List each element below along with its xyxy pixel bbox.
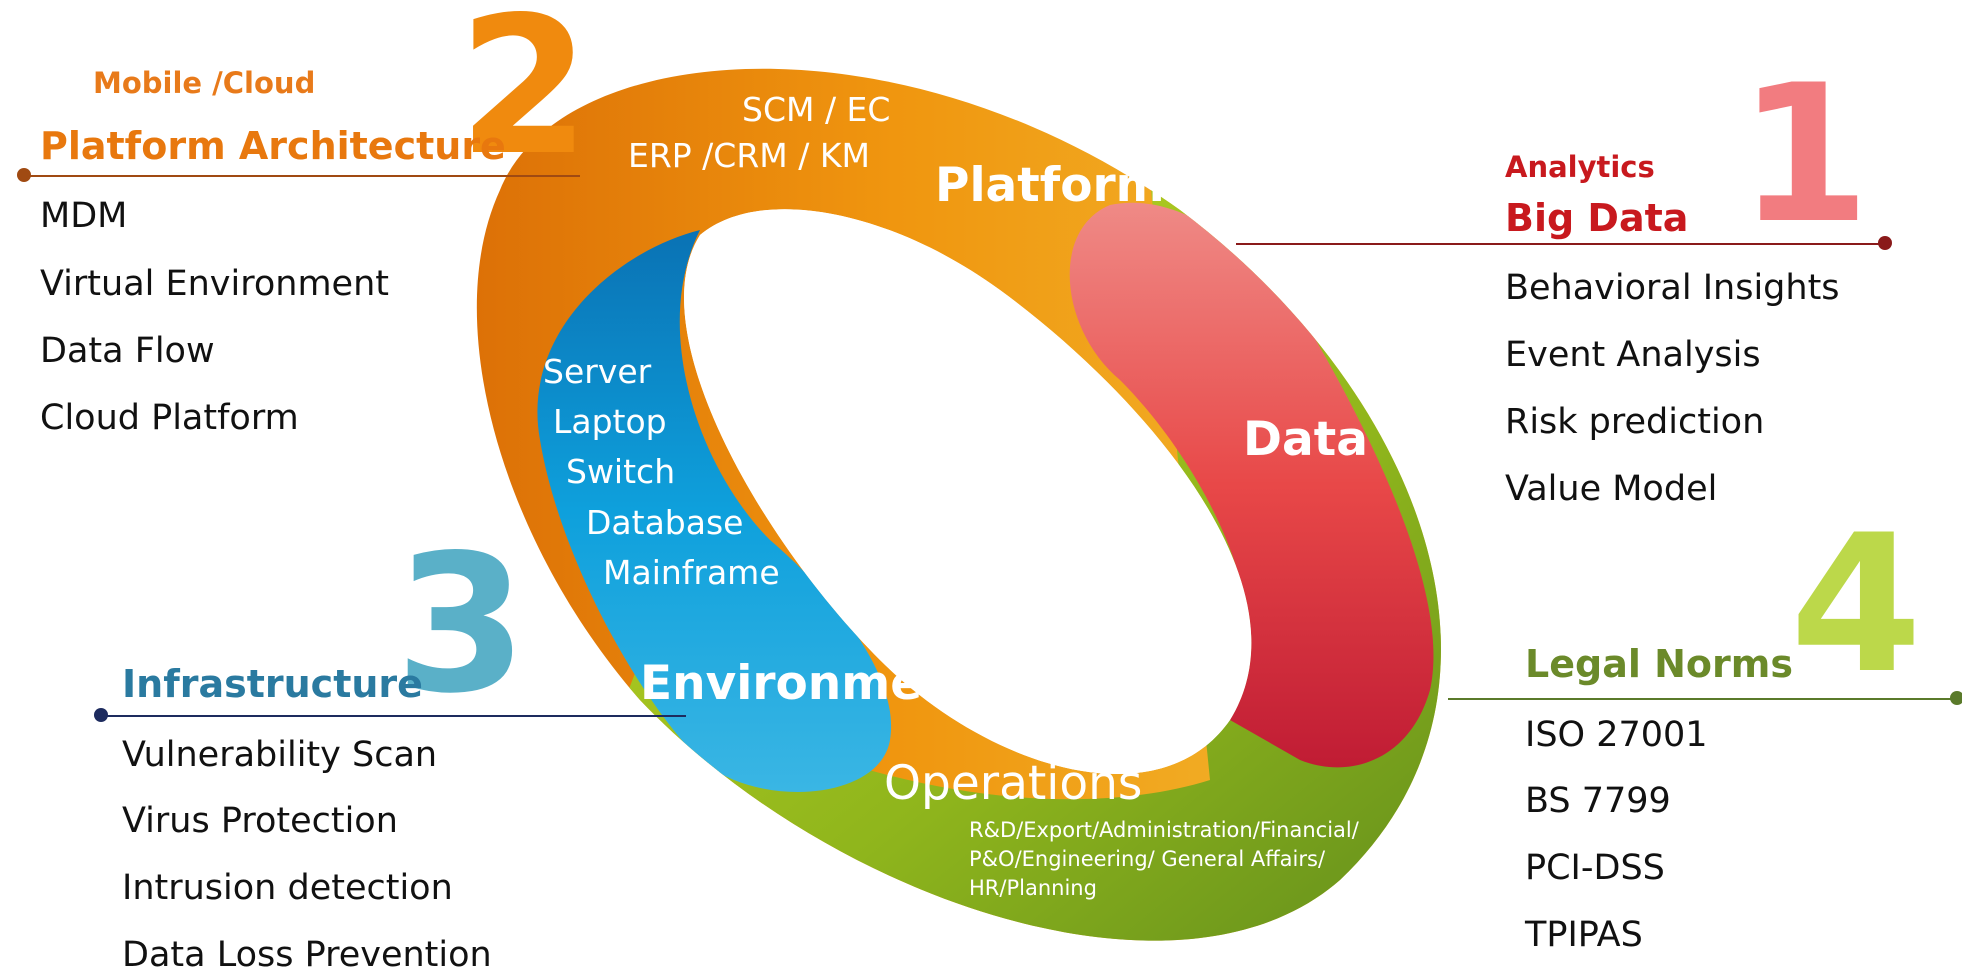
ring-environment-segment — [537, 230, 892, 793]
section-number-4: 4 — [1790, 494, 1923, 715]
platform-item: Virtual Environment — [40, 264, 389, 304]
platform-connector-line — [24, 175, 580, 177]
infra-connector-dot — [94, 708, 108, 722]
legal-item: TPIPAS — [1525, 915, 1643, 955]
infra-item: Virus Protection — [122, 801, 398, 841]
data-title: Big Data — [1505, 196, 1689, 240]
ring-environment-item: Laptop — [553, 402, 667, 441]
infra-item: Data Loss Prevention — [122, 935, 492, 975]
data-connector-line — [1236, 243, 1884, 245]
infra-connector-line — [100, 715, 686, 717]
ring-platform-line2: ERP /CRM / KM — [628, 136, 870, 175]
ring-environment-item: Database — [586, 503, 744, 542]
ring-operations-line: HR/Planning — [969, 876, 1097, 900]
data-connector-dot — [1878, 236, 1892, 250]
legal-connector-dot — [1950, 691, 1962, 705]
data-item: Risk prediction — [1505, 402, 1765, 442]
infra-item: Intrusion detection — [122, 868, 453, 908]
section-number-3: 3 — [395, 514, 528, 735]
legal-item: BS 7799 — [1525, 781, 1671, 821]
platform-item: Data Flow — [40, 331, 215, 371]
legal-item: PCI-DSS — [1525, 848, 1665, 888]
platform-item: Cloud Platform — [40, 398, 299, 438]
ring-platform-label: Platform — [935, 158, 1165, 213]
platform-connector-dot — [17, 168, 31, 182]
platform-subtitle: Mobile /Cloud — [93, 66, 316, 100]
legal-item: ISO 27001 — [1525, 715, 1708, 755]
ring-operations-label: Operations — [884, 756, 1143, 811]
ring-data-segment — [1069, 202, 1434, 768]
section-number-2: 2 — [458, 0, 591, 197]
ring-data-label: Data — [1243, 412, 1368, 467]
platform-title: Platform Architecture — [40, 124, 506, 168]
ring-environment-item: Switch — [566, 452, 676, 491]
platform-item: MDM — [40, 196, 128, 236]
ring-environment-label: Environment — [640, 656, 979, 711]
legal-title: Legal Norms — [1525, 642, 1793, 686]
data-item: Value Model — [1505, 469, 1718, 509]
ring-operations-line: P&O/Engineering/ General Affairs/ — [969, 847, 1326, 871]
ring-operations-line: R&D/Export/Administration/Financial/ — [969, 818, 1359, 842]
data-item: Event Analysis — [1505, 335, 1761, 375]
infra-item: Vulnerability Scan — [122, 735, 438, 775]
ring-inner-edge — [684, 209, 1252, 774]
ring-environment-item: Server — [543, 352, 652, 391]
data-item: Behavioral Insights — [1505, 268, 1840, 308]
infra-title: Infrastructure — [122, 662, 423, 706]
section-number-1: 1 — [1738, 44, 1871, 265]
ring-platform-line1: SCM / EC — [742, 90, 891, 129]
legal-connector-line — [1448, 698, 1958, 700]
data-subtitle: Analytics — [1505, 150, 1655, 184]
ring-environment-item: Mainframe — [603, 553, 780, 592]
